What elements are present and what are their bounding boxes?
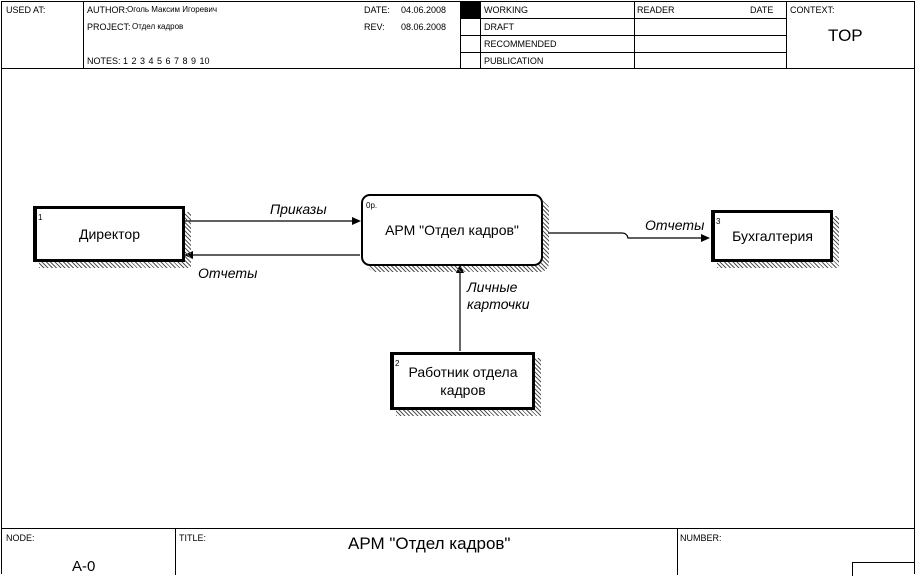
status-publication: PUBLICATION bbox=[484, 56, 544, 66]
reader-date-label: DATE bbox=[750, 5, 774, 15]
entity-hr-worker[interactable]: 2 Работник отдела кадров bbox=[390, 352, 535, 410]
context-label: CONTEXT: bbox=[790, 5, 835, 15]
entity-accounting-number: 3 bbox=[716, 217, 721, 226]
notes-label: NOTES: bbox=[87, 56, 121, 66]
number-label: NUMBER: bbox=[680, 533, 722, 543]
entity-director-number: 1 bbox=[38, 213, 43, 222]
author-value: Оголь Максим Игоревич bbox=[127, 5, 218, 14]
flow-reports-accounting-line bbox=[548, 232, 702, 239]
entity-director-label: Директор bbox=[79, 226, 140, 242]
reader-label: READER bbox=[637, 5, 675, 15]
status-working: WORKING bbox=[484, 5, 528, 15]
project-label: PROJECT: bbox=[87, 22, 131, 32]
rev-value: 08.06.2008 bbox=[401, 22, 447, 32]
flow-label-reports-back: Отчеты bbox=[198, 265, 258, 281]
node-value: A-0 bbox=[72, 558, 96, 575]
entity-accounting-label: Бухгалтерия bbox=[732, 228, 813, 244]
process-label: АРМ "Отдел кадров" bbox=[385, 222, 519, 238]
project-value: Отдел кадров bbox=[132, 22, 184, 31]
process-arm-hr[interactable]: 0р. АРМ "Отдел кадров" bbox=[361, 194, 543, 266]
used-at-label: USED AT: bbox=[6, 5, 46, 15]
title-label: TITLE: bbox=[179, 533, 207, 543]
page-number-box bbox=[852, 562, 915, 576]
entity-accounting[interactable]: 3 Бухгалтерия bbox=[711, 210, 833, 262]
rev-label: REV: bbox=[364, 22, 385, 32]
flow-reports-accounting-arrowhead bbox=[701, 234, 710, 242]
date-label: DATE: bbox=[364, 5, 390, 15]
entity-hr-worker-number: 2 bbox=[395, 359, 400, 368]
status-recommended: RECOMMENDED bbox=[484, 39, 557, 49]
flow-label-orders: Приказы bbox=[270, 201, 327, 217]
date-value: 04.06.2008 bbox=[401, 5, 447, 15]
context-value: TOP bbox=[828, 26, 863, 45]
entity-director[interactable]: 1 Директор bbox=[33, 206, 185, 262]
footer-block: NODE: A-0 TITLE: АРМ "Отдел кадров" NUMB… bbox=[2, 528, 915, 576]
status-draft: DRAFT bbox=[484, 22, 514, 32]
header-block: USED AT: AUTHOR: Оголь Максим Игоревич P… bbox=[2, 2, 914, 69]
process-id: 0р. bbox=[366, 201, 378, 210]
diagram-title: АРМ "Отдел кадров" bbox=[348, 534, 511, 553]
notes-values: 1 2 3 4 5 6 7 8 9 10 bbox=[123, 56, 210, 66]
working-status-marker bbox=[461, 2, 480, 18]
author-label: AUTHOR: bbox=[87, 5, 128, 15]
flow-label-reports-accounting: Отчеты bbox=[645, 217, 705, 233]
flow-label-personal-cards: Личные карточки bbox=[467, 279, 530, 312]
node-label: NODE: bbox=[6, 533, 35, 543]
entity-hr-worker-label: Работник отдела кадров bbox=[408, 364, 518, 398]
flow-orders-arrowhead bbox=[352, 217, 361, 225]
